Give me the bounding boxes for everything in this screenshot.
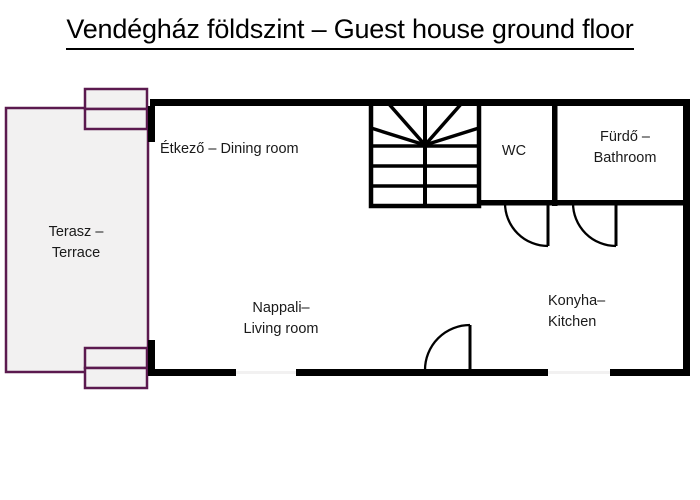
bathroom-door bbox=[571, 202, 618, 248]
staircase-winder-tread-4 bbox=[424, 126, 480, 147]
terrace-step-north-tread-2 bbox=[83, 107, 149, 131]
wall-west-lower bbox=[148, 340, 155, 376]
living-room-door-swing-arc bbox=[423, 323, 471, 371]
wc-door bbox=[503, 202, 550, 248]
terrace-area bbox=[4, 106, 150, 374]
staircase-winder-tread-2 bbox=[386, 101, 427, 147]
windows bbox=[236, 371, 610, 374]
kitchen-window-south bbox=[548, 371, 610, 374]
page-title-text: Vendégház földszint – Guest house ground… bbox=[66, 14, 634, 50]
terrace-outline bbox=[4, 106, 150, 374]
bathroom-door-swing-arc bbox=[571, 202, 617, 248]
interior-walls bbox=[479, 102, 690, 206]
staircase bbox=[368, 99, 482, 209]
terrace-steps-north bbox=[83, 87, 149, 131]
terrace-steps-south bbox=[83, 346, 149, 390]
wall-south-segment-2 bbox=[296, 369, 548, 376]
staircase-winder-tread-3 bbox=[423, 101, 464, 147]
wall-west-upper bbox=[148, 106, 155, 142]
terrace-step-north-tread-1 bbox=[83, 87, 149, 111]
wall-partition-south-of-wc-bathroom bbox=[479, 200, 690, 206]
terrace-step-south-tread-2 bbox=[83, 366, 149, 390]
wall-south-segment-3 bbox=[610, 369, 690, 376]
wall-east bbox=[683, 99, 690, 376]
wall-south-segment-1 bbox=[148, 369, 236, 376]
staircase-winder-tread-1 bbox=[370, 126, 426, 147]
wall-partition-wc-bathroom bbox=[552, 102, 558, 206]
page-title: Vendégház földszint – Guest house ground… bbox=[0, 14, 700, 50]
terrace-step-south-tread-1 bbox=[83, 346, 149, 370]
living-room-window-south bbox=[236, 371, 296, 374]
living-room-door bbox=[423, 323, 472, 371]
wc-door-swing-arc bbox=[503, 202, 549, 248]
